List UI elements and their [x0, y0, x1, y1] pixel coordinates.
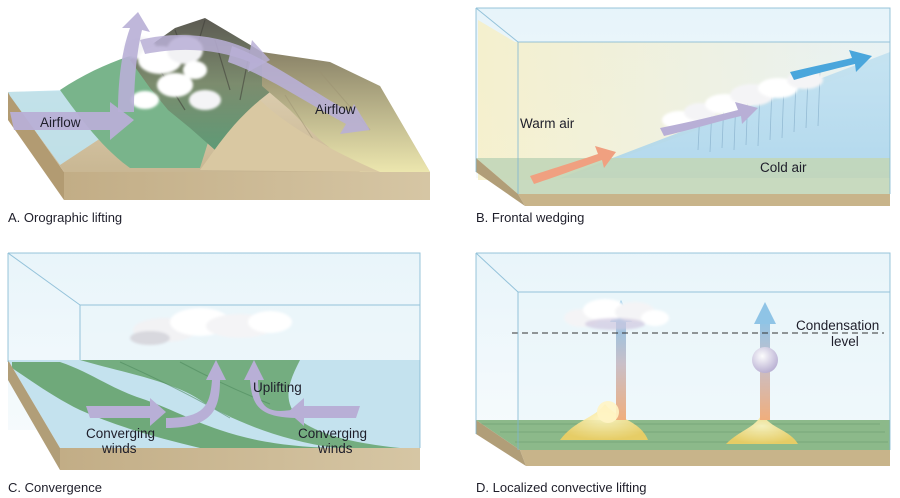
panel-b-clouds [662, 71, 823, 129]
panel-c-converging-left-label: Converging [86, 426, 155, 441]
panel-d-rising-column-left [616, 318, 626, 420]
panel-c-cloud [130, 308, 292, 345]
panel-c-converging-left-label-2: winds [101, 441, 137, 456]
panel-a-airflow-right-label: Airflow [315, 102, 356, 117]
panel-d-box-edges [475, 252, 891, 450]
panel-c-uplift-arrow-left [166, 360, 226, 428]
panel-b-box-edges [475, 7, 891, 194]
panel-d-condensation-label-2: level [831, 334, 859, 349]
panel-c-converging-right-label-2: winds [317, 441, 353, 456]
panel-c-converging-right-label: Converging [298, 426, 367, 441]
panel-a-orographic-lifting: Airflow Airflow A. Orographic lifting [8, 12, 430, 225]
panel-a-block-side [64, 172, 430, 200]
panel-c-uplift-arrow-right [244, 360, 300, 418]
panel-c-land [12, 362, 330, 448]
panel-b-cold-air-label: Cold air [760, 160, 807, 175]
panel-b-frontal-wedging: Warm air Cold air B. Frontal wedging [475, 7, 891, 225]
panel-b-rising-arrow [660, 102, 758, 136]
panel-c-caption: C. Convergence [8, 480, 102, 495]
panel-d-air-parcel [752, 347, 778, 373]
panel-a-airflow-arrow-up [118, 12, 150, 112]
panel-a-caption: A. Orographic lifting [8, 210, 122, 225]
panel-a-airflow-arrow-right [228, 46, 370, 134]
panel-d-condensation-label: Condensation [796, 318, 879, 333]
panel-b-cold-arrow [790, 50, 872, 80]
panel-d-cloud [564, 299, 669, 330]
panel-c-converging-arrow-right [288, 398, 360, 426]
panel-c-uplifting-label: Uplifting [253, 380, 302, 395]
panel-b-warm-air-label: Warm air [520, 116, 575, 131]
panel-d-localized-convective-lifting: Condensation level D. Localized convecti… [475, 252, 891, 495]
panel-b-warm-arrow [530, 146, 616, 184]
panel-a-airflow-arrow-over [140, 35, 270, 72]
panel-c-box-edges [7, 252, 421, 448]
panel-a-airflow-left-label: Airflow [40, 115, 81, 130]
panel-b-warm-air [478, 20, 890, 180]
panel-d-caption: D. Localized convective lifting [476, 480, 647, 495]
panel-d-warm-patch-right [726, 414, 798, 444]
panel-c-convergence: Uplifting Converging winds Converging wi… [7, 252, 421, 495]
panel-a-airflow-arrow-left [10, 102, 134, 140]
panel-c-converging-arrow-left [86, 398, 166, 426]
panel-b-caption: B. Frontal wedging [476, 210, 584, 225]
